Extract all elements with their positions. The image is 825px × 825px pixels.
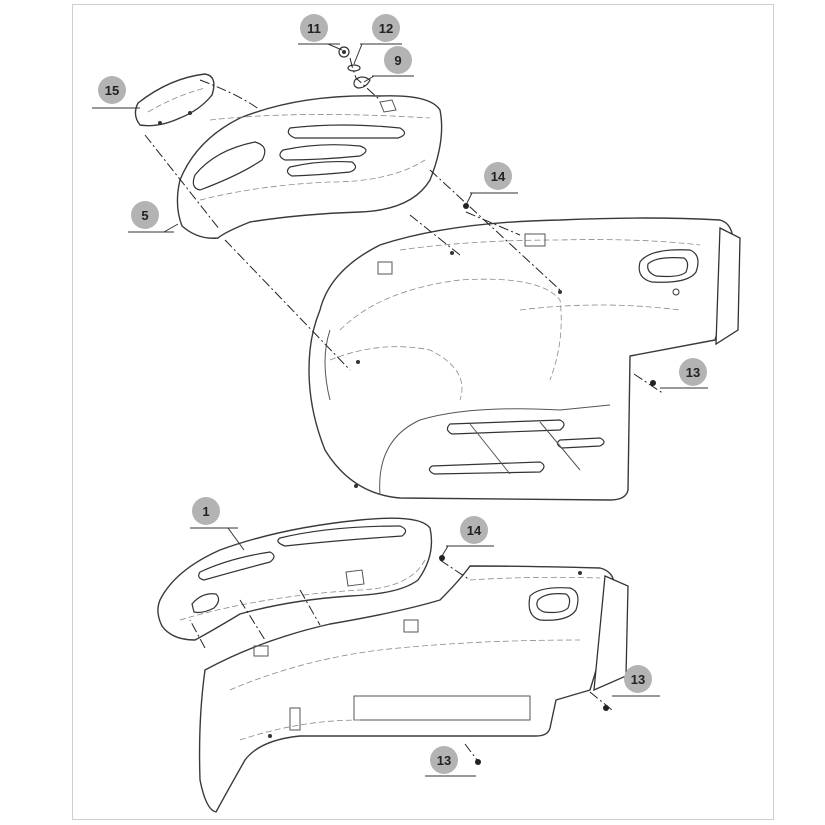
part-1-lower-trim — [157, 517, 433, 641]
callout-14-bottom: 14 — [439, 516, 494, 561]
top-assembly-lines — [144, 57, 665, 395]
callout-5: 5 — [128, 201, 179, 233]
callout-13-top-label: 13 — [686, 365, 700, 380]
callout-13-right: 13 — [603, 665, 660, 711]
callouts: 11 12 9 15 5 — [92, 14, 708, 777]
callout-12: 12 — [353, 14, 402, 65]
callout-5-label: 5 — [141, 208, 148, 223]
callout-15-label: 15 — [105, 83, 119, 98]
callout-13-right-label: 13 — [631, 672, 645, 687]
part-lower-fender-body — [198, 565, 629, 813]
hardware-stack — [338, 46, 371, 89]
callout-11: 11 — [298, 14, 343, 51]
callout-1-label: 1 — [202, 504, 209, 519]
callout-13-bottom-label: 13 — [437, 753, 451, 768]
callout-15: 15 — [92, 76, 140, 109]
callout-12-label: 12 — [379, 21, 393, 36]
callout-13-top: 13 — [650, 358, 708, 389]
part-upper-fender-body — [308, 217, 741, 501]
part-15-end-cap — [134, 73, 215, 127]
callout-14-top: 14 — [463, 162, 518, 209]
callout-14-top-label: 14 — [491, 169, 506, 184]
callout-9: 9 — [363, 46, 414, 83]
callout-11-label: 11 — [307, 21, 321, 36]
callout-9-label: 9 — [394, 53, 401, 68]
callout-14-bottom-label: 14 — [467, 523, 482, 538]
callout-13-bottom: 13 — [425, 746, 481, 777]
callout-1: 1 — [190, 497, 245, 551]
part-5-upper-trim — [176, 95, 443, 239]
